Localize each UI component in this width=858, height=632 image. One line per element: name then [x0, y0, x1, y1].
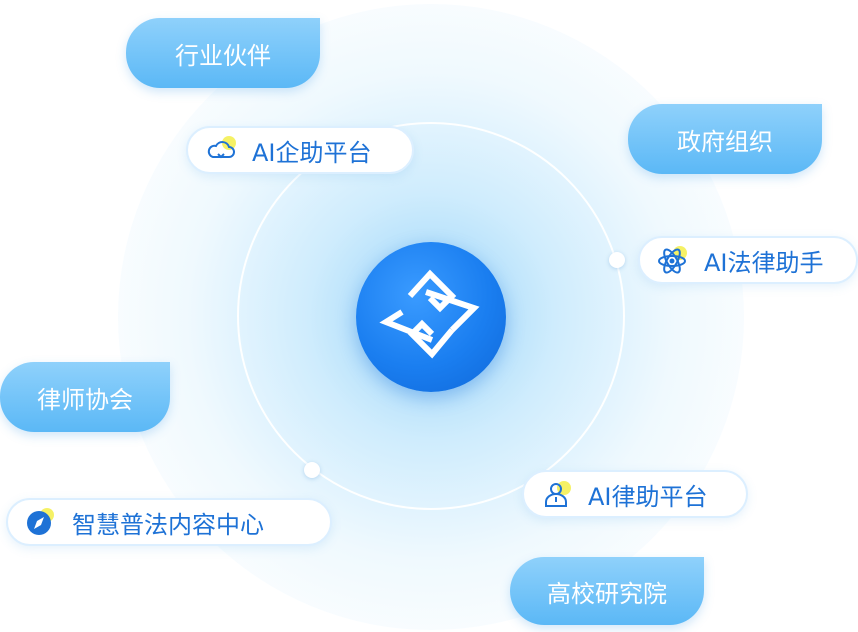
ai-lawyer-platform-chip[interactable]: AI律助平台 — [522, 470, 748, 518]
orbit-dot-right — [609, 252, 625, 268]
orbit-ring — [237, 122, 625, 510]
legal-content-center-chip[interactable]: 智慧普法内容中心 — [6, 498, 332, 546]
cloud-icon — [204, 133, 238, 167]
industry-partners-label: 行业伙伴 — [175, 41, 271, 70]
ai-enterprise-chip[interactable]: AI企助平台 — [186, 126, 414, 174]
compass-icon — [24, 505, 58, 539]
logo-s-icon — [379, 269, 480, 359]
person-icon — [540, 477, 574, 511]
lawyer-association-pill: 律师协会 — [0, 362, 170, 432]
orbit-dot-left — [304, 462, 320, 478]
university-institutes-pill: 高校研究院 — [510, 557, 704, 625]
government-orgs-pill: 政府组织 — [628, 104, 822, 174]
ai-enterprise-label: AI企助平台 — [252, 138, 372, 167]
ai-legal-assistant-label: AI法律助手 — [704, 248, 824, 277]
center-logo — [356, 242, 506, 392]
atom-icon — [656, 243, 690, 277]
industry-partners-pill: 行业伙伴 — [126, 18, 320, 88]
government-orgs-label: 政府组织 — [677, 127, 773, 156]
lawyer-association-label: 律师协会 — [37, 385, 133, 414]
ai-lawyer-platform-label: AI律助平台 — [588, 482, 708, 511]
legal-content-center-label: 智慧普法内容中心 — [72, 510, 264, 539]
ai-legal-assistant-chip[interactable]: AI法律助手 — [638, 236, 858, 284]
university-institutes-label: 高校研究院 — [547, 579, 667, 608]
